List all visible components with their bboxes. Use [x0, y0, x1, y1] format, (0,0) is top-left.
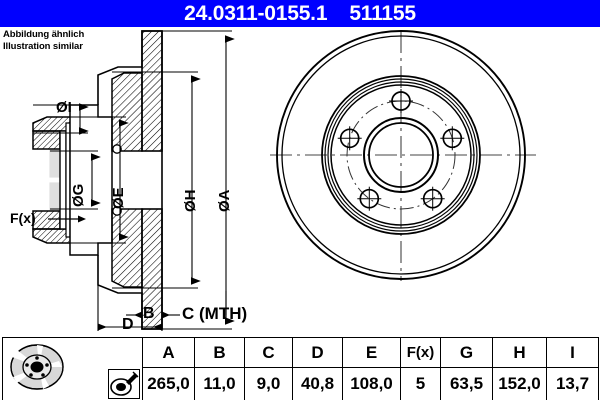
- table-header-H: H: [492, 337, 547, 368]
- table-header-B: B: [194, 337, 245, 368]
- bolt-hole: [440, 126, 465, 151]
- section-hat-outline: [97, 30, 163, 330]
- section-hub-flange-upper: [32, 130, 61, 150]
- brake-disc-front-view: [270, 30, 536, 281]
- specification-table: A B C D E F(x) G H I 265,0 11,0 9,0 40,8…: [2, 337, 599, 400]
- friction-band-inner-2: [324, 78, 478, 232]
- dimension-line-E: [60, 116, 129, 244]
- illustration-note: Abbildung ähnlich Illustration similar: [3, 29, 84, 52]
- dim-label-D: D: [122, 316, 134, 333]
- icon-cell: [2, 337, 143, 400]
- header-bar: 24.0311-0155.1 511155: [0, 0, 600, 27]
- section-hub-wall: [59, 130, 67, 230]
- table-value-E: 108,0: [342, 367, 401, 400]
- table-value-Fx: 5: [400, 367, 441, 400]
- section-neck-lower: [49, 182, 61, 212]
- section-hat-wall-lower: [111, 208, 143, 288]
- section-friction-ring-top: [141, 30, 163, 152]
- table-value-I: 13,7: [546, 367, 599, 400]
- drawing-area: ØI ØG ØE ØH ØA F(x) B C (MTH) D: [0, 27, 600, 333]
- dim-label-H: ØH: [182, 189, 199, 213]
- illustration-note-en: Illustration similar: [3, 40, 83, 52]
- dimension-line-A: [162, 30, 235, 330]
- dimension-line-G: [50, 150, 101, 210]
- part-number: 24.0311-0155.1: [184, 2, 328, 25]
- brake-disc-cross-section: [32, 30, 235, 331]
- dim-label-G: ØG: [70, 183, 87, 207]
- disc-outer-edge: [276, 30, 526, 280]
- dim-label-B: B: [143, 305, 155, 322]
- disc-outer-edge-2: [281, 35, 521, 275]
- table-header-A: A: [142, 337, 195, 368]
- table-value-G: 63,5: [440, 367, 493, 400]
- dimension-line-D: [97, 285, 163, 331]
- header-title: 24.0311-0155.1 511155: [0, 0, 600, 27]
- table-header-G: G: [440, 337, 493, 368]
- table-value-H: 152,0: [492, 367, 547, 400]
- hub-bore: [368, 122, 434, 188]
- table-header-C: C: [244, 337, 293, 368]
- section-hat-wall-upper: [111, 72, 143, 152]
- bolt-hole: [389, 89, 413, 113]
- bolt-circle: [346, 100, 456, 210]
- table-header-D: D: [292, 337, 343, 368]
- table-header-E: E: [342, 337, 401, 368]
- table-value-D: 40,8: [292, 367, 343, 400]
- table-value-A: 265,0: [142, 367, 195, 400]
- table-value-C: 9,0: [244, 367, 293, 400]
- measurement-tool-icon: [108, 369, 140, 399]
- bolt-hole: [337, 126, 362, 151]
- dim-label-A: ØA: [216, 189, 233, 213]
- brake-disc-photo-icon: [10, 344, 64, 390]
- front-view-centerlines: [270, 31, 536, 281]
- hub-hat-outer: [363, 117, 439, 193]
- table-header-I: I: [546, 337, 599, 368]
- section-hub-flange-lower: [32, 210, 61, 230]
- bolt-hole: [420, 186, 445, 211]
- bolt-hole: [357, 186, 382, 211]
- article-number: 511155: [349, 2, 416, 25]
- illustration-note-de: Abbildung ähnlich: [3, 29, 85, 40]
- section-disc-body: [69, 104, 113, 256]
- friction-band-inner: [321, 75, 481, 235]
- dim-label-I: ØI: [56, 99, 72, 116]
- friction-band-inner-3: [327, 81, 475, 229]
- section-neck-upper: [49, 148, 61, 178]
- table-header-row: A B C D E F(x) G H I: [2, 337, 599, 400]
- dimension-line-H: [112, 71, 201, 289]
- dim-label-Fx: F(x): [10, 210, 36, 226]
- dimension-leader-Fx: [48, 215, 86, 223]
- dim-label-C: C (MTH): [182, 304, 248, 323]
- dim-label-E: ØE: [110, 187, 127, 209]
- dimension-line-I: [33, 103, 89, 135]
- table-value-B: 11,0: [194, 367, 245, 400]
- table-header-Fx: F(x): [400, 337, 441, 368]
- friction-band-inner-4: [330, 84, 472, 226]
